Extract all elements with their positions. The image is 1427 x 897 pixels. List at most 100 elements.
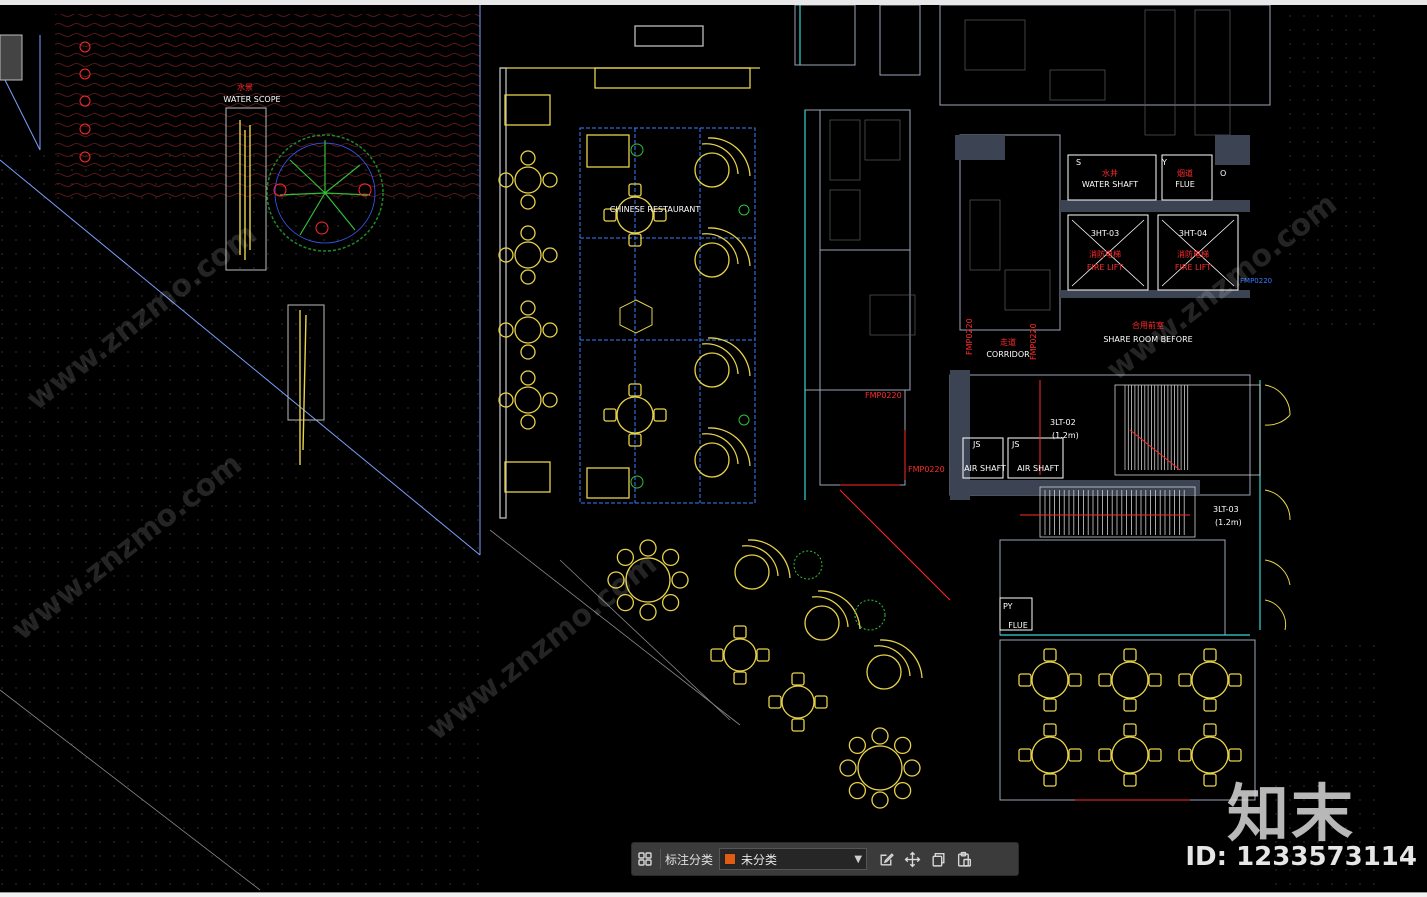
door-code-2: FMP0220 [908, 465, 945, 474]
water-scope-fountain [239, 120, 251, 260]
water-scope-cn-label: 水景 [237, 82, 253, 92]
y-mark: Y [1161, 158, 1167, 167]
booth-seat [694, 337, 751, 388]
square-seat-table [1098, 648, 1162, 712]
chevron-down-icon: ▼ [854, 853, 863, 865]
booth-seat [734, 539, 791, 590]
round-table [498, 370, 558, 430]
corridor-label: CORRIDOR [986, 350, 1030, 359]
fire-lift-2-label: FIRE LIFT [1175, 263, 1211, 272]
site-boundary [0, 5, 481, 556]
fountain-2 [299, 310, 307, 465]
door-swings [1264, 384, 1291, 631]
hex-column [619, 299, 653, 334]
fountain-2-box [287, 304, 325, 421]
grid-icon[interactable] [632, 846, 658, 872]
square-seat-table [710, 625, 770, 685]
door-code-4: FMP0220 [1029, 323, 1038, 360]
booth-seat [804, 590, 861, 641]
booth-seat [866, 639, 923, 690]
core-walls [950, 135, 1250, 500]
edit-icon[interactable] [873, 846, 899, 872]
annotation-category-label: 标注分类 [665, 852, 714, 867]
square-seat-table [1178, 648, 1242, 712]
stair-2-width: (1.2m) [1215, 518, 1242, 527]
stair-1-code: 3LT-02 [1050, 418, 1076, 427]
round-table [607, 539, 689, 621]
top-border [0, 0, 1427, 5]
fire-lift-1-label: FIRE LIFT [1087, 263, 1123, 272]
booth-seat [694, 137, 751, 188]
round-table [498, 300, 558, 360]
water-shaft-cn-label: 水井 [1102, 168, 1118, 178]
fire-lift-1-code: 3HT-03 [1091, 229, 1119, 238]
lift-cross [1071, 219, 1235, 287]
fire-lift-2-code: 3HT-04 [1179, 229, 1207, 238]
air-shaft-label-1: AIR SHAFT [964, 464, 1006, 473]
square-seat-table [603, 183, 667, 247]
dining-tables [498, 137, 1242, 809]
site-hatch [0, 150, 480, 890]
door-code-5: FMP0220 [1240, 277, 1272, 285]
red-fixtures [79, 41, 91, 163]
air-shaft-label-2: AIR SHAFT [1017, 464, 1059, 473]
water-shaft-label: WATER SHAFT [1082, 180, 1138, 189]
restaurant-furniture [499, 25, 760, 519]
share-room-label: SHARE ROOM BEFORE [1103, 335, 1192, 344]
fire-lift-1-cn: 消防电梯 [1089, 249, 1121, 259]
diagonal-edges [0, 529, 741, 891]
restaurant-grid [579, 127, 756, 504]
shafts [962, 154, 1239, 631]
watermark-id: ID: 1233573114 [1185, 842, 1417, 872]
py-label: PY [1003, 602, 1013, 611]
booth-seat [694, 427, 751, 478]
restaurant-grid-lines [580, 128, 755, 503]
s-mark: S [1076, 158, 1081, 167]
stair-2-code: 3LT-03 [1213, 505, 1239, 514]
staircases [1039, 384, 1261, 538]
door-code-3: FMP0220 [965, 318, 974, 355]
booth-seat [694, 227, 751, 278]
flue-cn-label: 烟道 [1177, 168, 1193, 178]
toolbar-divider [660, 849, 661, 869]
water-pool-hatch [55, 14, 480, 199]
square-seat-table [603, 383, 667, 447]
tree-symbol [266, 134, 384, 252]
annotation-toolbar: 标注分类 未分类 ▼ [631, 842, 1019, 876]
category-select-value: 未分类 [741, 852, 778, 867]
js-label-1: JS [972, 440, 980, 449]
water-scope-label: WATER SCOPE [223, 95, 280, 104]
category-color-swatch [724, 853, 737, 865]
right-hatch [1280, 10, 1375, 330]
square-seat-table [1018, 723, 1082, 787]
watermark-logo: 知末 [1226, 777, 1355, 850]
square-seat-table [768, 672, 828, 732]
round-table [498, 150, 558, 210]
category-select[interactable]: 未分类 ▼ [719, 848, 868, 870]
door-code-1: FMP0220 [865, 391, 902, 400]
corridor-cn-label: 走道 [1000, 337, 1016, 347]
kitchen-equipment [829, 9, 1231, 336]
js-label-2: JS [1011, 440, 1019, 449]
square-seat-table [1098, 723, 1162, 787]
round-table [498, 225, 558, 285]
copy-icon[interactable] [925, 846, 951, 872]
move-icon[interactable] [899, 846, 925, 872]
water-scope-box [225, 107, 267, 271]
fire-lift-2-cn: 消防电梯 [1177, 249, 1209, 259]
square-seat-table [1178, 723, 1242, 787]
lower-right-hatch [1265, 635, 1380, 885]
bottom-border [0, 892, 1427, 897]
red-wall-lines [839, 380, 1190, 801]
o-mark: O [1220, 169, 1226, 178]
round-table [839, 727, 921, 809]
paste-icon[interactable] [951, 846, 977, 872]
flue-label: FLUE [1175, 180, 1195, 189]
share-room-cn-label: 合用前室 [1132, 320, 1164, 330]
restaurant-label: CHINESE RESTAURANT [610, 205, 701, 214]
flue-small-label: FLUE [1008, 621, 1028, 630]
stair-1-width: (1.2m) [1052, 431, 1079, 440]
square-seat-table [1018, 648, 1082, 712]
